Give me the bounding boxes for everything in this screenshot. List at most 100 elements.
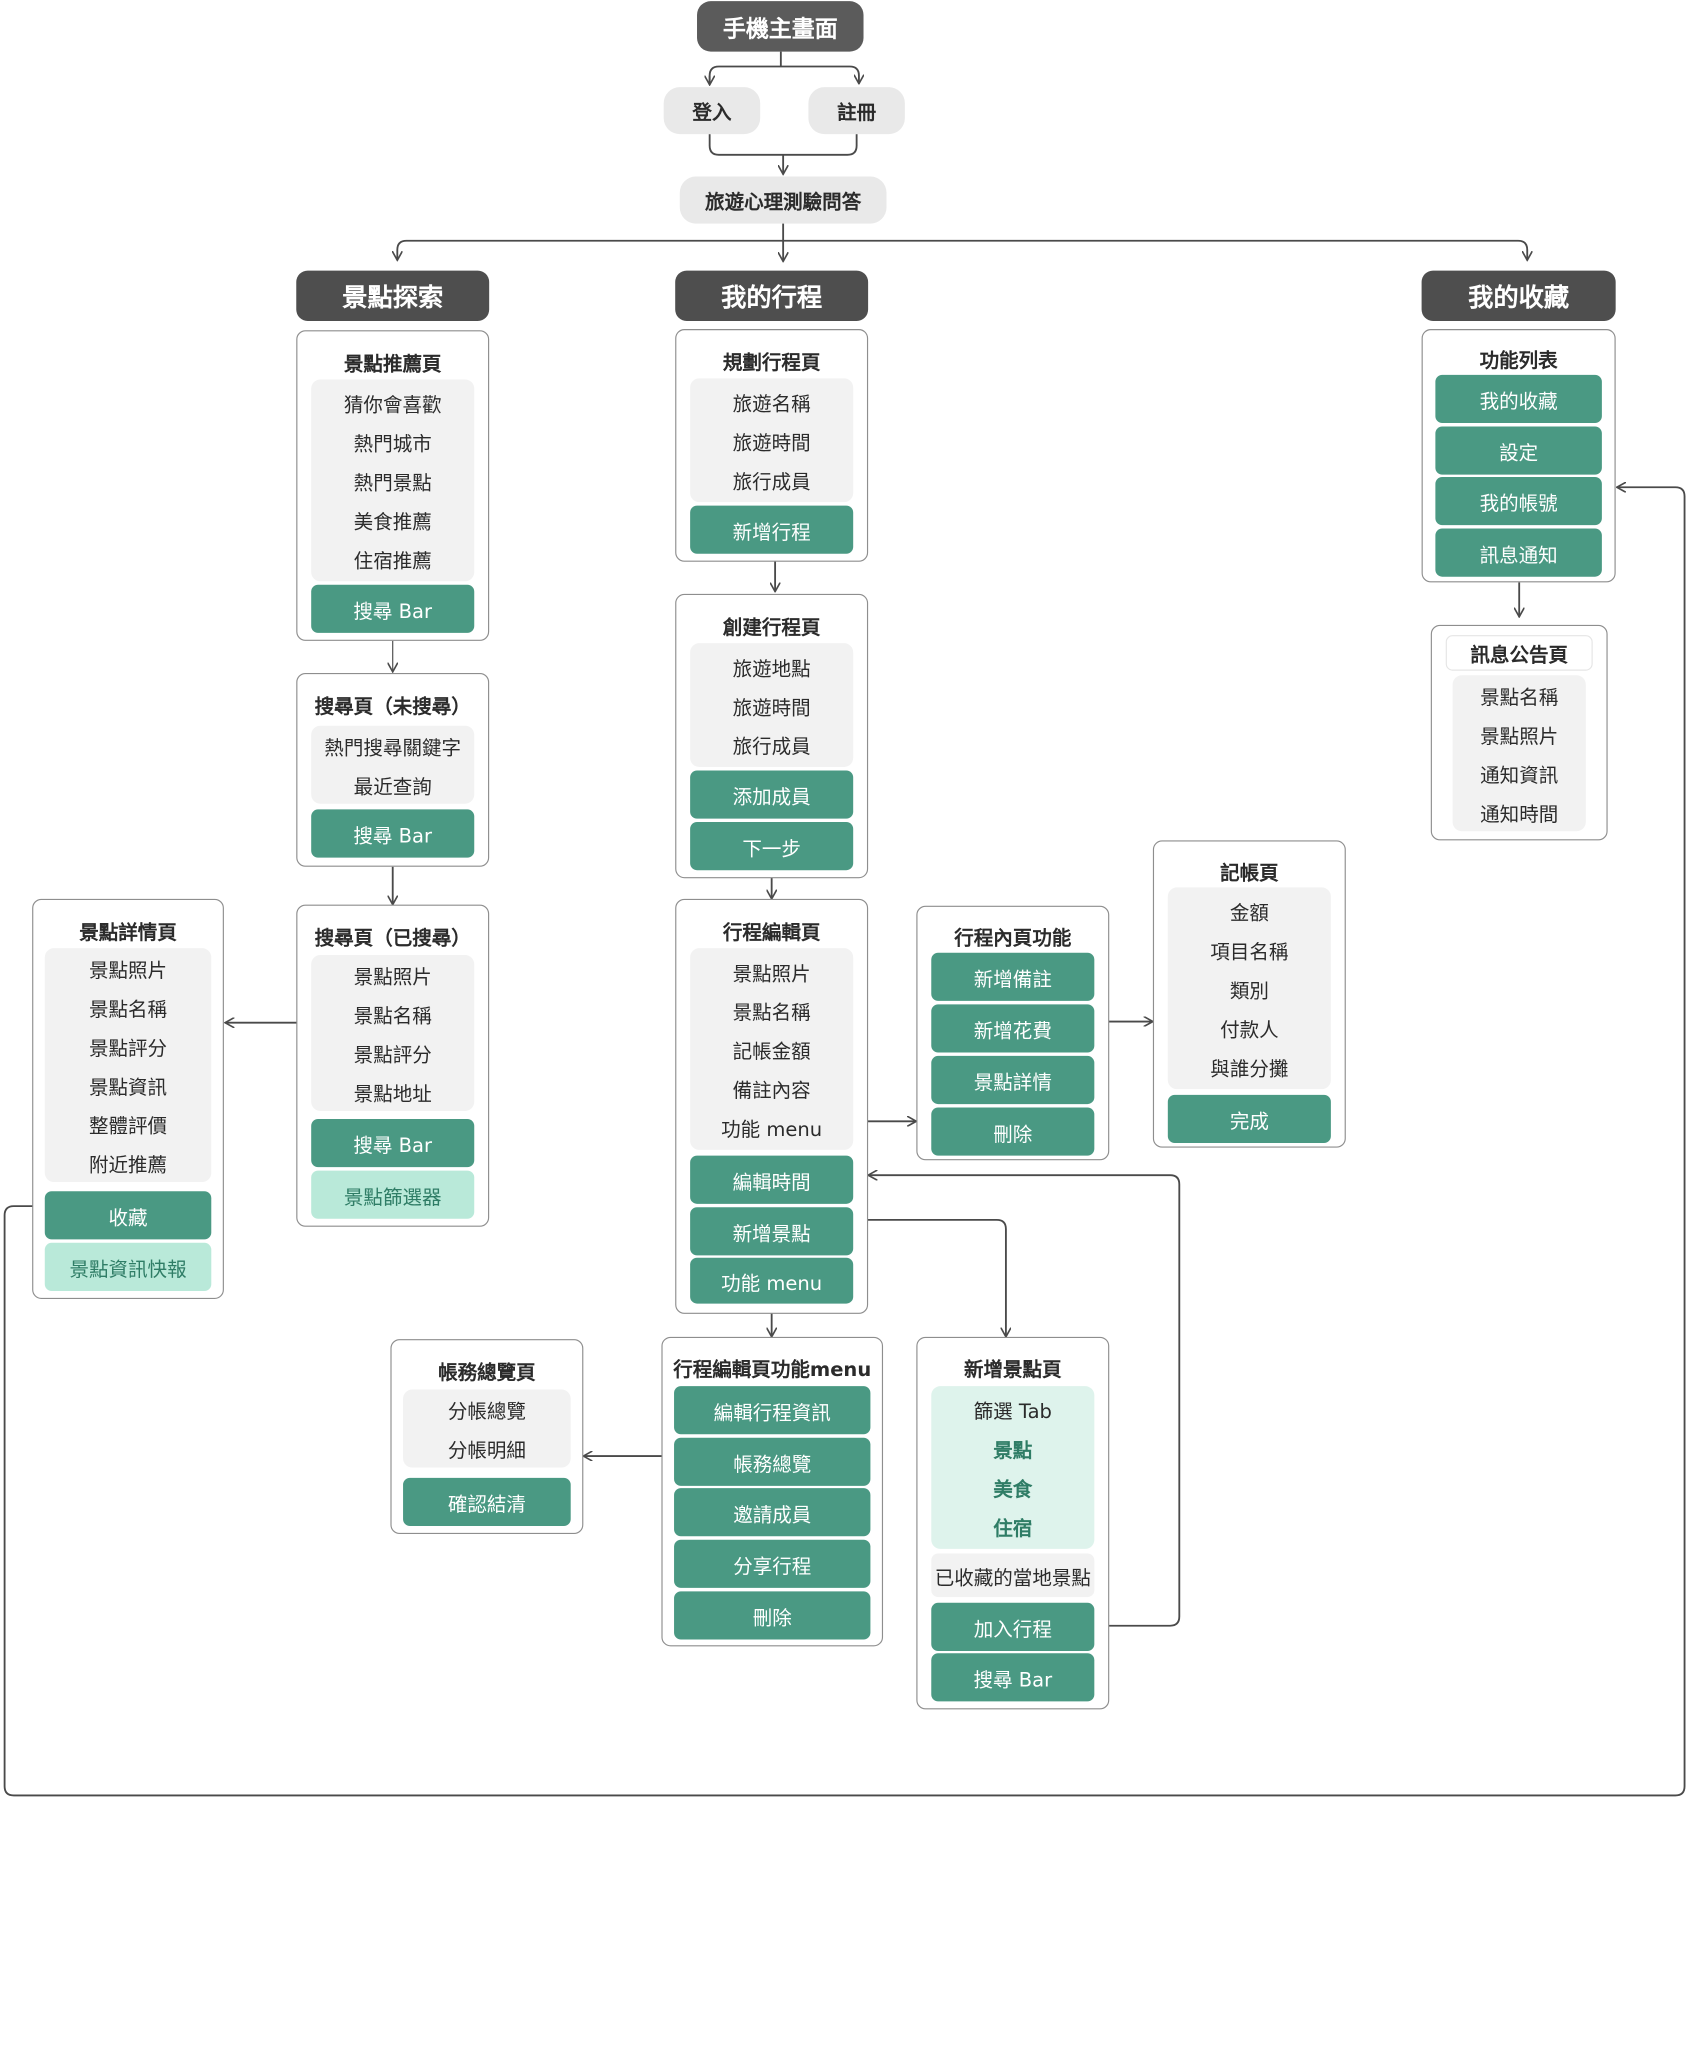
accounts-overview-button[interactable]: 帳務總覽: [674, 1437, 871, 1486]
list-item: 景點照片: [1480, 725, 1559, 749]
list-item: 景點名稱: [1480, 686, 1559, 710]
spot-details-button[interactable]: 景點詳情: [931, 1055, 1095, 1105]
list-item: 景點評分: [353, 1043, 432, 1067]
list-item: 旅遊地點: [732, 657, 811, 681]
add-note-button[interactable]: 新增備註: [931, 952, 1095, 1001]
spot-news-button[interactable]: 景點資訊快報: [44, 1242, 212, 1291]
card-title: 新增景點頁: [963, 1358, 1062, 1382]
main-screen-node: 手機主畫面: [697, 1, 864, 52]
list-item: 景點地址: [353, 1082, 432, 1106]
next-step-button[interactable]: 下一步: [690, 822, 854, 871]
list-item: 附近推薦: [88, 1153, 168, 1177]
list-item: 付款人: [1220, 1018, 1279, 1042]
create-trip-card: 創建行程頁 旅遊地點 旅遊時間 旅行成員 添加成員 下一步: [675, 593, 869, 879]
spot-detail-content-panel: 景點照片 景點名稱 景點評分 景點資訊 整體評價 附近推薦: [44, 948, 212, 1183]
card-title: 行程內頁功能: [954, 927, 1072, 951]
card-title: 景點推薦頁: [343, 353, 442, 377]
add-member-button[interactable]: 添加成員: [690, 770, 854, 819]
card-title: 景點詳情頁: [79, 921, 177, 945]
list-item: 記帳金額: [732, 1040, 811, 1064]
list-item: 金額: [1229, 901, 1269, 925]
list-item: 類別: [1229, 979, 1269, 1003]
card-title: 行程編輯頁: [722, 921, 821, 945]
filter-option-lodging[interactable]: 住宿: [993, 1517, 1033, 1541]
card-title: 帳務總覽頁: [438, 1362, 536, 1385]
search-page-results-card: 搜尋頁（已搜尋） 景點照片 景點名稱 景點評分 景點地址 搜尋 Bar 景點篩選…: [296, 904, 490, 1227]
list-item: 景點照片: [353, 965, 432, 989]
delete-button[interactable]: 刪除: [931, 1107, 1095, 1156]
recommend-content-panel: 猜你會喜歡 熱門城市 熱門景點 美食推薦 住宿推薦: [311, 379, 475, 582]
add-to-trip-button[interactable]: 加入行程: [931, 1602, 1095, 1651]
accounts-overview-card: 帳務總覽頁 分帳總覽 分帳明細 確認結清: [390, 1339, 584, 1535]
add-trip-button[interactable]: 新增行程: [690, 505, 854, 554]
filter-option-spots[interactable]: 景點: [993, 1439, 1033, 1463]
card-title: 記帳頁: [1220, 862, 1279, 886]
trip-edit-menu-card: 行程編輯頁功能menu 編輯行程資訊 帳務總覽 邀請成員 分享行程 刪除: [661, 1336, 884, 1647]
plan-trip-card: 規劃行程頁 旅遊名稱 旅遊時間 旅行成員 新增行程: [675, 329, 869, 562]
list-item: 與誰分攤: [1210, 1057, 1289, 1081]
list-item: 旅行成員: [732, 470, 811, 494]
list-item: 景點資訊: [88, 1075, 168, 1099]
list-item: 住宿推薦: [353, 549, 432, 573]
list-item: 猜你會喜歡: [343, 393, 442, 417]
ledger-content-panel: 金額 項目名稱 類別 付款人 與誰分攤: [1167, 887, 1331, 1090]
list-item: 分帳明細: [447, 1439, 526, 1463]
delete-button[interactable]: 刪除: [674, 1591, 871, 1640]
list-item: 最近查詢: [353, 775, 432, 799]
search-bar-button[interactable]: 搜尋 Bar: [311, 1118, 475, 1168]
list-item: 旅遊時間: [732, 431, 811, 455]
section-favorites: 我的收藏: [1421, 270, 1616, 322]
list-item: 備註內容: [732, 1079, 811, 1103]
function-menu-button[interactable]: 功能 menu: [690, 1257, 854, 1304]
plan-trip-content-panel: 旅遊名稱 旅遊時間 旅行成員: [690, 378, 854, 503]
search-bar-button[interactable]: 搜尋 Bar: [931, 1653, 1095, 1702]
filter-tab-label: 篩選 Tab: [973, 1400, 1052, 1424]
card-title: 行程編輯頁功能menu: [673, 1358, 872, 1382]
card-title: 創建行程頁: [722, 616, 821, 640]
section-trips: 我的行程: [675, 270, 869, 322]
list-item: 分帳總覽: [447, 1400, 526, 1424]
list-item: 通知資訊: [1480, 764, 1559, 788]
edit-trip-info-button[interactable]: 編輯行程資訊: [674, 1386, 871, 1435]
saved-local-spots[interactable]: 已收藏的當地景點: [931, 1553, 1095, 1598]
my-account-button[interactable]: 我的帳號: [1435, 476, 1602, 526]
search-results-content-panel: 景點照片 景點名稱 景點評分 景點地址: [311, 955, 475, 1111]
list-item: 景點名稱: [88, 998, 168, 1021]
accounts-content-panel: 分帳總覽 分帳明細: [403, 1389, 571, 1468]
share-trip-button[interactable]: 分享行程: [674, 1539, 871, 1588]
search-page-empty-card: 搜尋頁（未搜尋） 熱門搜尋關鍵字 最近查詢 搜尋 Bar: [296, 672, 490, 867]
list-item: 旅行成員: [732, 735, 811, 759]
list-item: 景點照片: [732, 962, 811, 986]
list-item: 景點名稱: [353, 1004, 432, 1028]
card-title: 訊息公告頁: [1445, 635, 1593, 671]
settings-button[interactable]: 設定: [1435, 426, 1602, 475]
card-title: 功能列表: [1479, 349, 1558, 373]
filter-tab-panel: 篩選 Tab 景點 美食 住宿: [931, 1386, 1095, 1549]
trip-edit-content-panel: 景點照片 景點名稱 記帳金額 備註內容 功能 menu: [690, 948, 854, 1150]
list-item: 整體評價: [88, 1114, 168, 1138]
add-spot-button[interactable]: 新增景點: [690, 1207, 854, 1256]
invite-member-button[interactable]: 邀請成員: [674, 1488, 871, 1537]
search-bar-button[interactable]: 搜尋 Bar: [311, 809, 475, 858]
confirm-settle-button[interactable]: 確認結清: [403, 1477, 571, 1526]
section-explore: 景點探索: [296, 270, 490, 322]
notifications-button[interactable]: 訊息通知: [1435, 528, 1602, 577]
my-favorites-button[interactable]: 我的收藏: [1435, 374, 1602, 424]
create-trip-content-panel: 旅遊地點 旅遊時間 旅行成員: [690, 643, 854, 768]
add-expense-button[interactable]: 新增花費: [931, 1004, 1095, 1053]
filter-option-food[interactable]: 美食: [993, 1478, 1033, 1502]
collect-button[interactable]: 收藏: [44, 1191, 212, 1240]
list-item: 旅遊時間: [732, 696, 811, 720]
done-button[interactable]: 完成: [1167, 1094, 1331, 1144]
login-node: 登入: [663, 87, 761, 135]
add-spot-page-card: 新增景點頁 篩選 Tab 景點 美食 住宿 已收藏的當地景點 加入行程 搜尋 B…: [916, 1336, 1110, 1710]
edit-time-button[interactable]: 編輯時間: [690, 1155, 854, 1204]
spot-filter-button[interactable]: 景點篩選器: [311, 1170, 475, 1219]
list-item: 項目名稱: [1210, 940, 1289, 964]
list-item: 熱門城市: [353, 432, 432, 456]
search-bar-button[interactable]: 搜尋 Bar: [311, 584, 475, 633]
list-item: 功能 menu: [721, 1118, 823, 1142]
search-empty-content-panel: 熱門搜尋關鍵字 最近查詢: [311, 725, 475, 804]
register-node: 註冊: [808, 87, 905, 135]
